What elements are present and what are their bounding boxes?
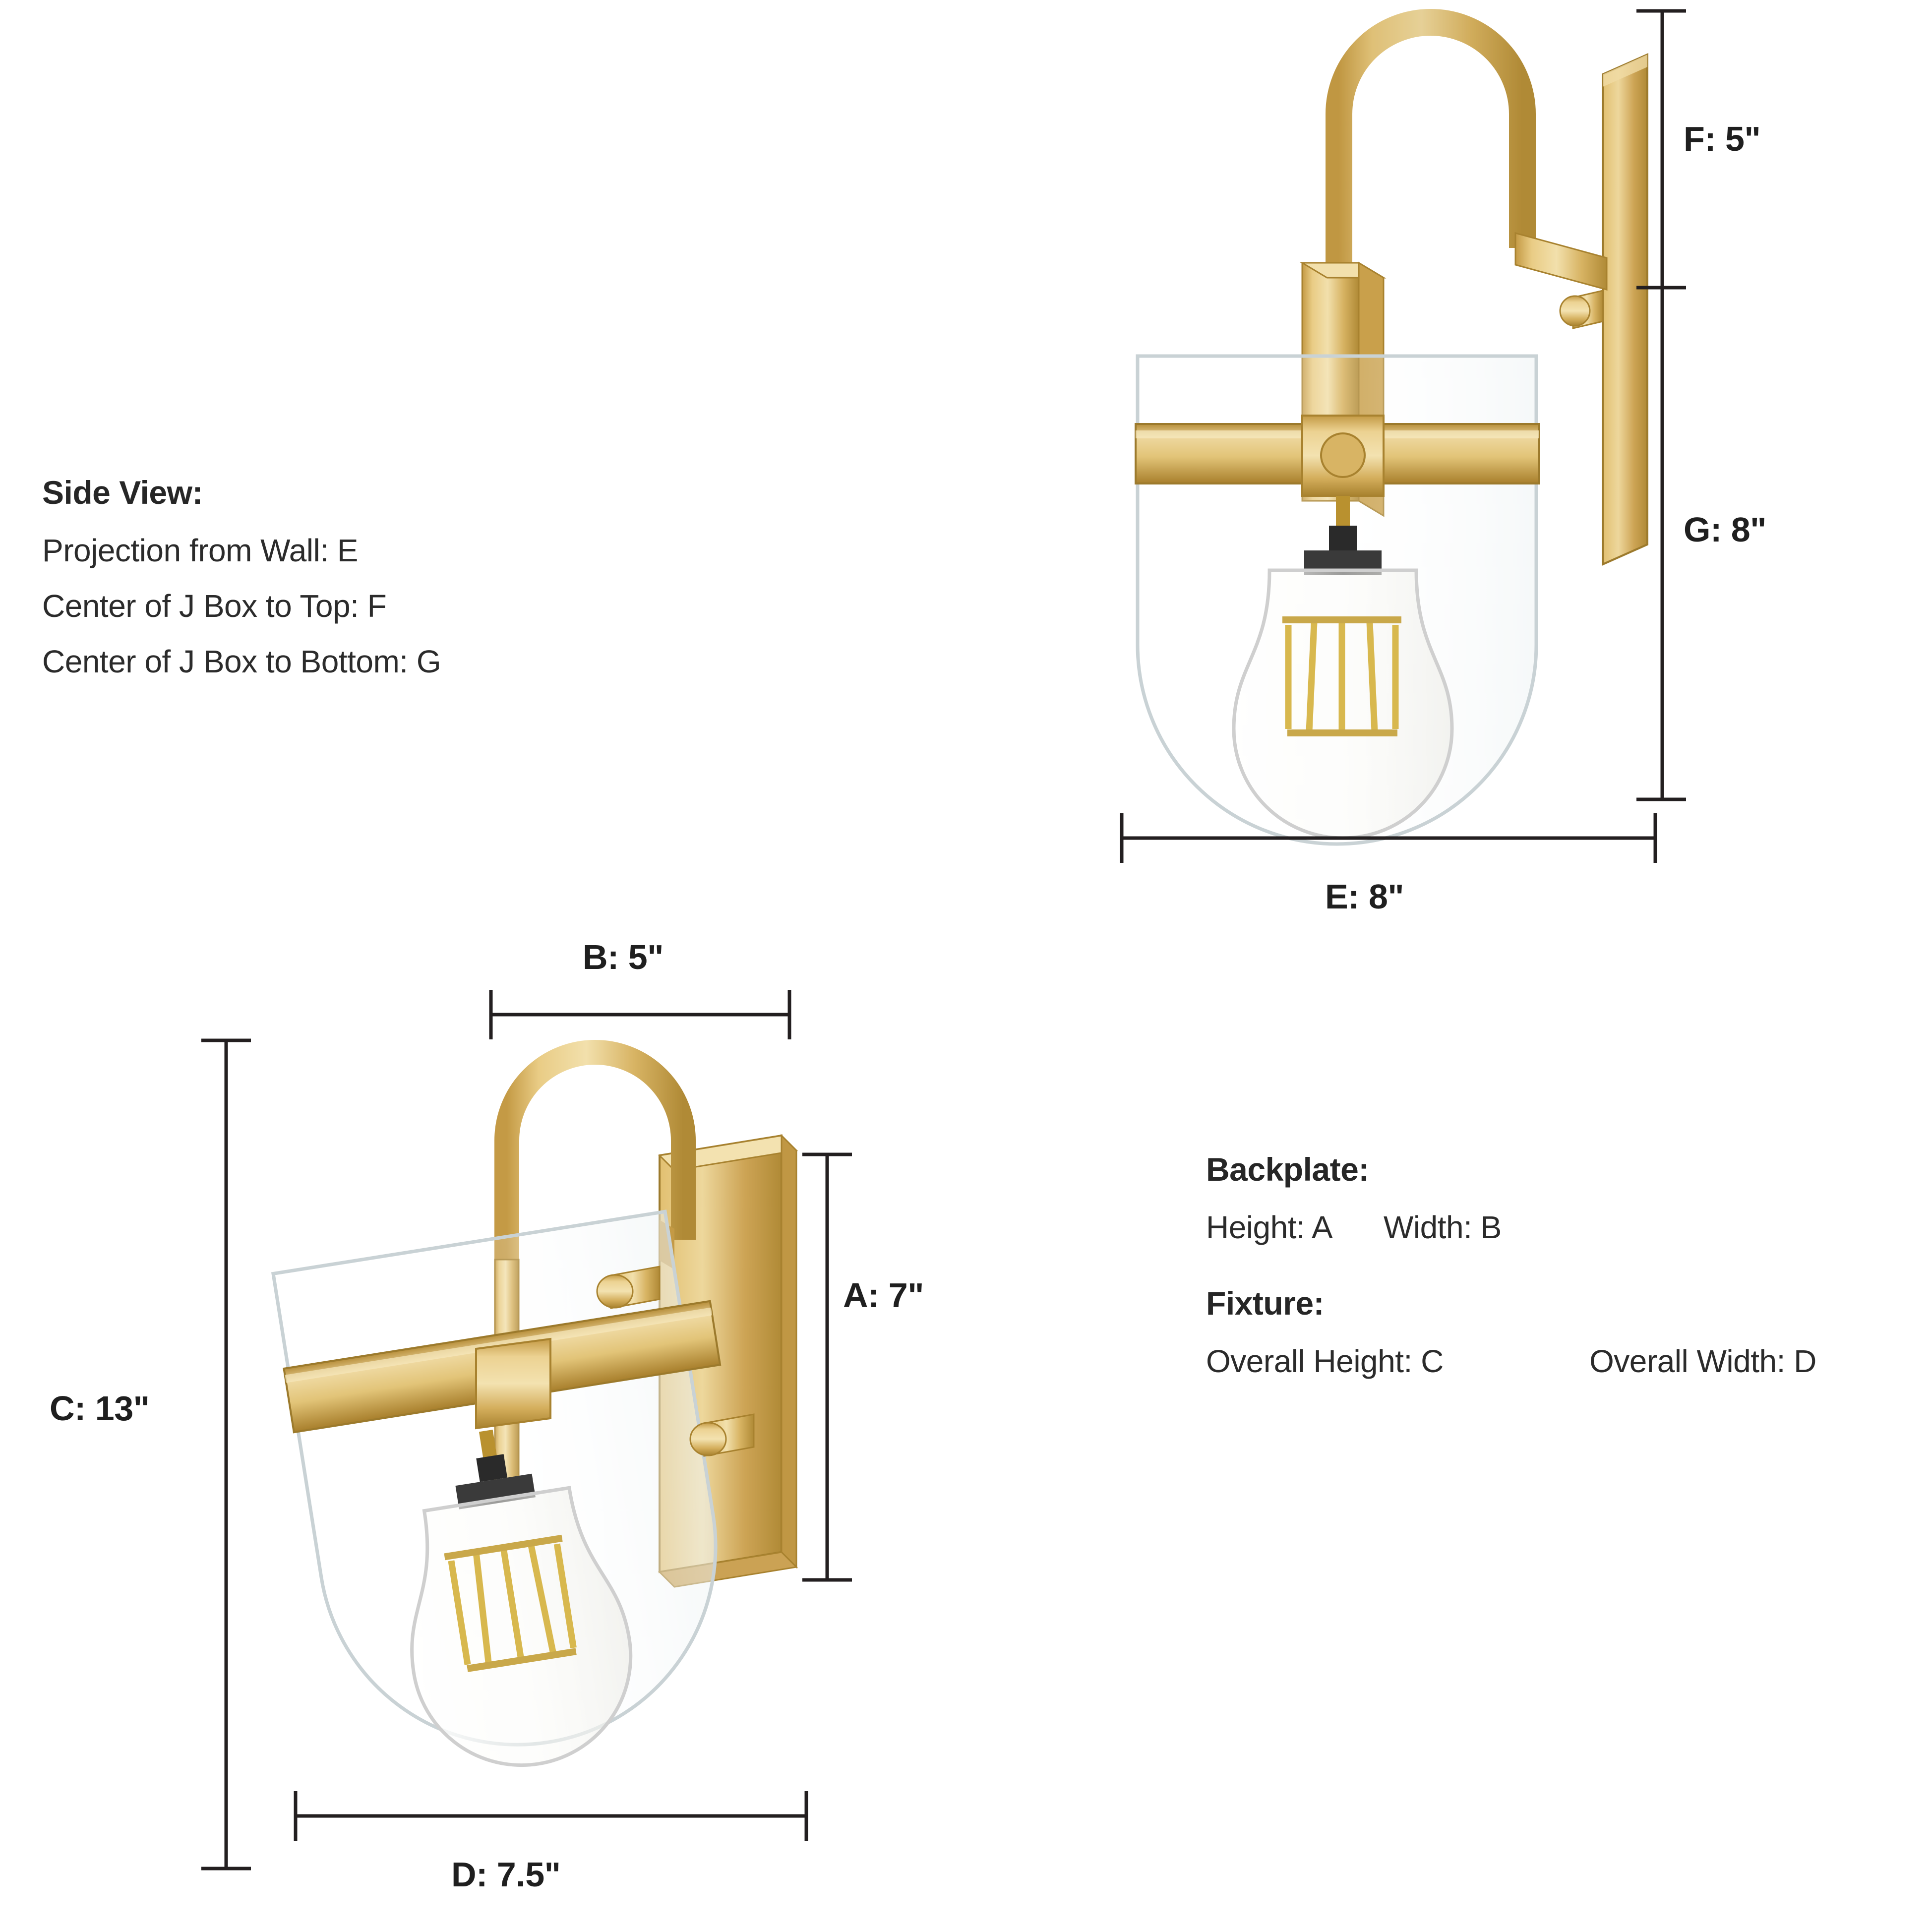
side-view-line-bottom: Center of J Box to Bottom: G: [42, 644, 441, 679]
side-view-brass-band: [1135, 415, 1540, 497]
backplate-height-label: Height: A: [1206, 1209, 1333, 1245]
fixture-heading: Fixture:: [1206, 1285, 1325, 1322]
side-view-line-projection: Projection from Wall: E: [42, 533, 358, 568]
backplate-width-label: Width: B: [1384, 1209, 1502, 1245]
dimension-label-D: D: 7.5": [451, 1855, 561, 1894]
filament: [1285, 621, 1399, 733]
side-view-heading: Side View:: [42, 474, 203, 511]
backplate-heading: Backplate:: [1206, 1151, 1369, 1188]
dimension-label-C: C: 13": [50, 1389, 150, 1428]
fixture-overall-width-label: Overall Width: D: [1589, 1343, 1816, 1379]
dimension-label-A: A: 7": [843, 1276, 924, 1315]
dimension-label-F: F: 5": [1684, 120, 1761, 158]
front-view-bulb: [410, 1430, 633, 1767]
dimension-lines-front-view: [201, 990, 852, 1871]
side-view-backplate: [1602, 53, 1648, 566]
fixture-overall-height-label: Overall Height: C: [1206, 1343, 1444, 1379]
dimension-lines-side-view: [1120, 9, 1686, 863]
dimension-label-B: B: 5": [583, 938, 664, 976]
side-view-line-top: Center of J Box to Top: F: [42, 588, 387, 624]
side-view-arm: [1326, 9, 1608, 329]
front-view-fixture-drawing: [271, 1040, 798, 1767]
side-view-fixture-drawing: [1135, 9, 1648, 846]
dimension-label-E: E: 8": [1325, 877, 1404, 916]
filament: [448, 1543, 577, 1665]
dimension-label-G: G: 8": [1684, 510, 1766, 549]
front-view-collar: [475, 1337, 551, 1430]
side-view-bulb: [1232, 496, 1454, 840]
front-view-backplate-nubs: [596, 1266, 755, 1457]
